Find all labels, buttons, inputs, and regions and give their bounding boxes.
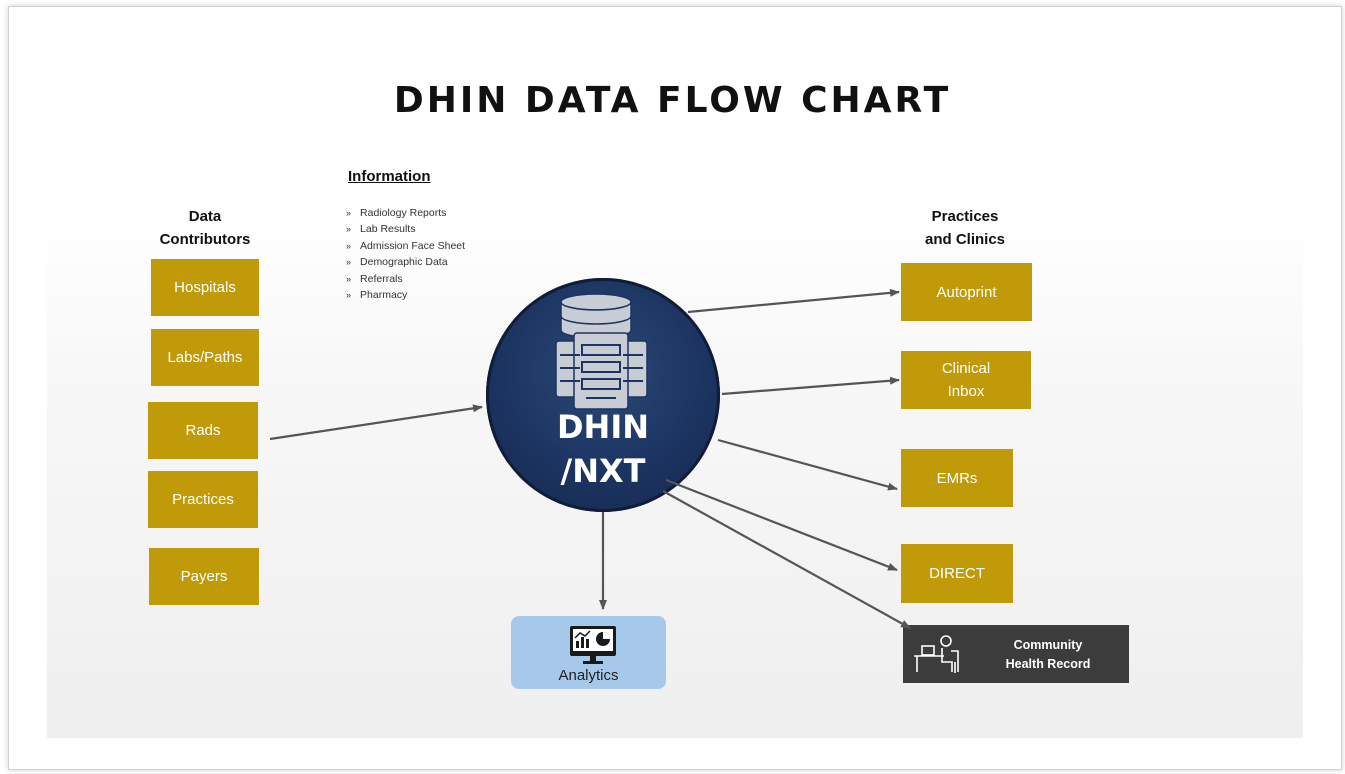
contributor-payers-box: Payers — [149, 548, 259, 605]
arrow-rads-to-hub — [269, 404, 483, 441]
data-contributors-heading: Data Contributors — [159, 208, 251, 248]
information-list: Radiology Reports Lab Results Admission … — [346, 205, 465, 303]
information-title: Information — [348, 168, 431, 185]
arrow-hub-to-clinical-inbox — [721, 376, 900, 396]
information-item: Lab Results — [346, 221, 465, 237]
information-item: Admission Face Sheet — [346, 238, 465, 254]
direct-box: DIRECT — [901, 544, 1013, 603]
hub-label-line2: /NXT — [560, 452, 646, 490]
information-item: Pharmacy — [346, 287, 465, 303]
autoprint-box: Autoprint — [901, 263, 1032, 321]
hub-label-line1: DHIN — [556, 408, 650, 446]
page-title: DHIN DATA FLOW CHART — [393, 80, 952, 121]
contributor-hospitals-box: Hospitals — [151, 259, 259, 316]
emrs-box: EMRs — [901, 449, 1013, 507]
information-item: Referrals — [346, 271, 465, 287]
analytics-label: Analytics — [558, 667, 619, 684]
information-item: Demographic Data — [346, 254, 465, 270]
arrow-hub-to-community — [662, 490, 911, 629]
arrow-hub-to-autoprint — [687, 288, 900, 314]
information-item: Radiology Reports — [346, 205, 465, 221]
arrow-hub-to-direct — [665, 478, 898, 572]
contributor-labs-box: Labs/Paths — [151, 329, 259, 386]
contributor-rads-box: Rads — [148, 402, 258, 459]
community-health-record-box — [903, 625, 1129, 683]
community-health-record-label: Community Health Record — [1005, 638, 1091, 671]
arrow-hub-to-emrs — [717, 438, 898, 491]
practices-clinics-heading: Practices and Clinics — [924, 208, 1006, 248]
contributor-practices-box: Practices — [148, 471, 258, 528]
